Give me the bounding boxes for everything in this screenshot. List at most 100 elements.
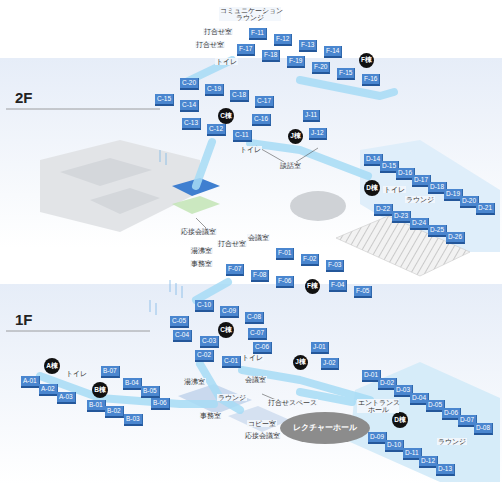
room-box: C-07	[248, 328, 267, 340]
room-number: A-01	[23, 378, 37, 385]
room-number: C-13	[184, 120, 198, 127]
room-number: F-03	[328, 262, 341, 269]
map-label: トイレ	[241, 354, 264, 361]
map-label: ラウンジ	[405, 196, 435, 203]
room-number: F-08	[253, 272, 266, 279]
room-box: J-02	[321, 358, 339, 370]
room-number: F-18	[264, 52, 277, 59]
room-number: D-19	[446, 191, 460, 198]
building-marker: F棟	[305, 279, 320, 294]
hall-name: レクチャーホール	[293, 424, 357, 432]
room-number: D-22	[376, 206, 390, 213]
room-box: F-05	[354, 286, 372, 298]
room-box: B-07	[101, 366, 120, 378]
room-number: C-03	[202, 338, 216, 345]
room-number: D-26	[448, 234, 462, 241]
floor-band	[0, 284, 502, 484]
room-number: D-12	[421, 458, 435, 465]
room-number: C-11	[235, 132, 249, 139]
map-label: 事務室	[199, 412, 222, 419]
map-label: エントランス ホール	[357, 399, 399, 413]
room-box: C-16	[252, 114, 271, 126]
room-box: C-14	[180, 100, 199, 112]
room-number: C-15	[157, 96, 171, 103]
room-box: F-01	[276, 248, 294, 260]
building-name: F棟	[361, 57, 372, 64]
room-number: D-04	[412, 395, 426, 402]
room-number: B-05	[143, 388, 157, 395]
room-box: D-22	[374, 204, 393, 216]
room-box: C-04	[173, 330, 192, 342]
room-number: D-11	[405, 450, 419, 457]
room-box: F-03	[326, 260, 344, 272]
room-number: D-06	[444, 410, 458, 417]
building-marker: C棟	[218, 322, 234, 338]
map-label: 湯沸室	[190, 247, 213, 254]
room-number: B-07	[103, 368, 117, 375]
map-label: 会議室	[247, 234, 270, 241]
entrance-marks	[150, 150, 182, 315]
map-label: 湯沸室	[183, 378, 206, 385]
room-box: F-02	[301, 254, 319, 266]
room-box: B-02	[105, 406, 124, 418]
corridors	[40, 60, 394, 410]
room-number: A-03	[59, 394, 73, 401]
map-label: 応接会議室	[180, 228, 217, 235]
room-box: D-24	[410, 218, 429, 230]
map-label: トイレ	[383, 186, 406, 193]
room-box: C-12	[207, 124, 226, 136]
room-number: F-05	[356, 288, 369, 295]
room-box: F-15	[337, 68, 355, 80]
map-label: 打合せスペース	[267, 399, 318, 406]
room-number: J-02	[323, 360, 336, 367]
floor-label: 1F	[14, 312, 34, 329]
map-label: コピー室	[247, 420, 277, 427]
room-box: D-25	[428, 225, 447, 237]
room-box: F-07	[226, 264, 244, 276]
room-box: B-04	[123, 378, 142, 390]
room-number: F-01	[278, 250, 291, 257]
room-number: F-15	[339, 70, 352, 77]
map-label: ラウンジ	[437, 438, 467, 445]
room-box: F-19	[287, 56, 305, 68]
room-number: J-11	[305, 112, 317, 119]
room-box: F-17	[237, 44, 255, 56]
room-number: D-18	[430, 184, 444, 191]
room-box: C-19	[205, 84, 224, 96]
floor-rule	[6, 109, 160, 110]
room-box: C-03	[200, 336, 219, 348]
room-box: D-08	[474, 423, 493, 435]
neighbour-building	[60, 158, 152, 186]
room-box: J-11	[303, 110, 320, 122]
room-box: D-26	[446, 232, 465, 244]
room-number: D-15	[382, 163, 396, 170]
room-box: C-06	[253, 342, 272, 354]
room-number: C-16	[254, 116, 268, 123]
building-marker: F棟	[359, 53, 374, 68]
room-number: C-17	[257, 98, 271, 105]
room-box: F-13	[299, 40, 317, 52]
room-box: J-01	[311, 342, 329, 354]
room-number: D-17	[414, 177, 428, 184]
room-number: D-01	[364, 372, 378, 379]
room-box: D-23	[392, 211, 411, 223]
map-label: 打合せ室	[203, 28, 233, 35]
map-label: 会議室	[244, 376, 267, 383]
map-label: 応接会議室	[244, 432, 281, 439]
room-number: B-01	[89, 402, 103, 409]
room-number: C-09	[222, 308, 236, 315]
building-marker: B棟	[92, 382, 108, 398]
room-number: F-14	[326, 48, 339, 55]
map-label: トイレ	[65, 370, 88, 377]
room-number: C-05	[172, 318, 186, 325]
parking-area	[336, 216, 470, 276]
room-box: C-11	[233, 130, 252, 142]
room-number: J-01	[313, 344, 326, 351]
room-number: D-14	[366, 156, 380, 163]
room-number: C-18	[232, 92, 246, 99]
room-number: D-09	[370, 434, 384, 441]
room-box: C-05	[170, 316, 189, 328]
room-number: C-01	[224, 358, 238, 365]
neighbour-building	[90, 188, 160, 214]
room-number: D-03	[396, 387, 410, 394]
